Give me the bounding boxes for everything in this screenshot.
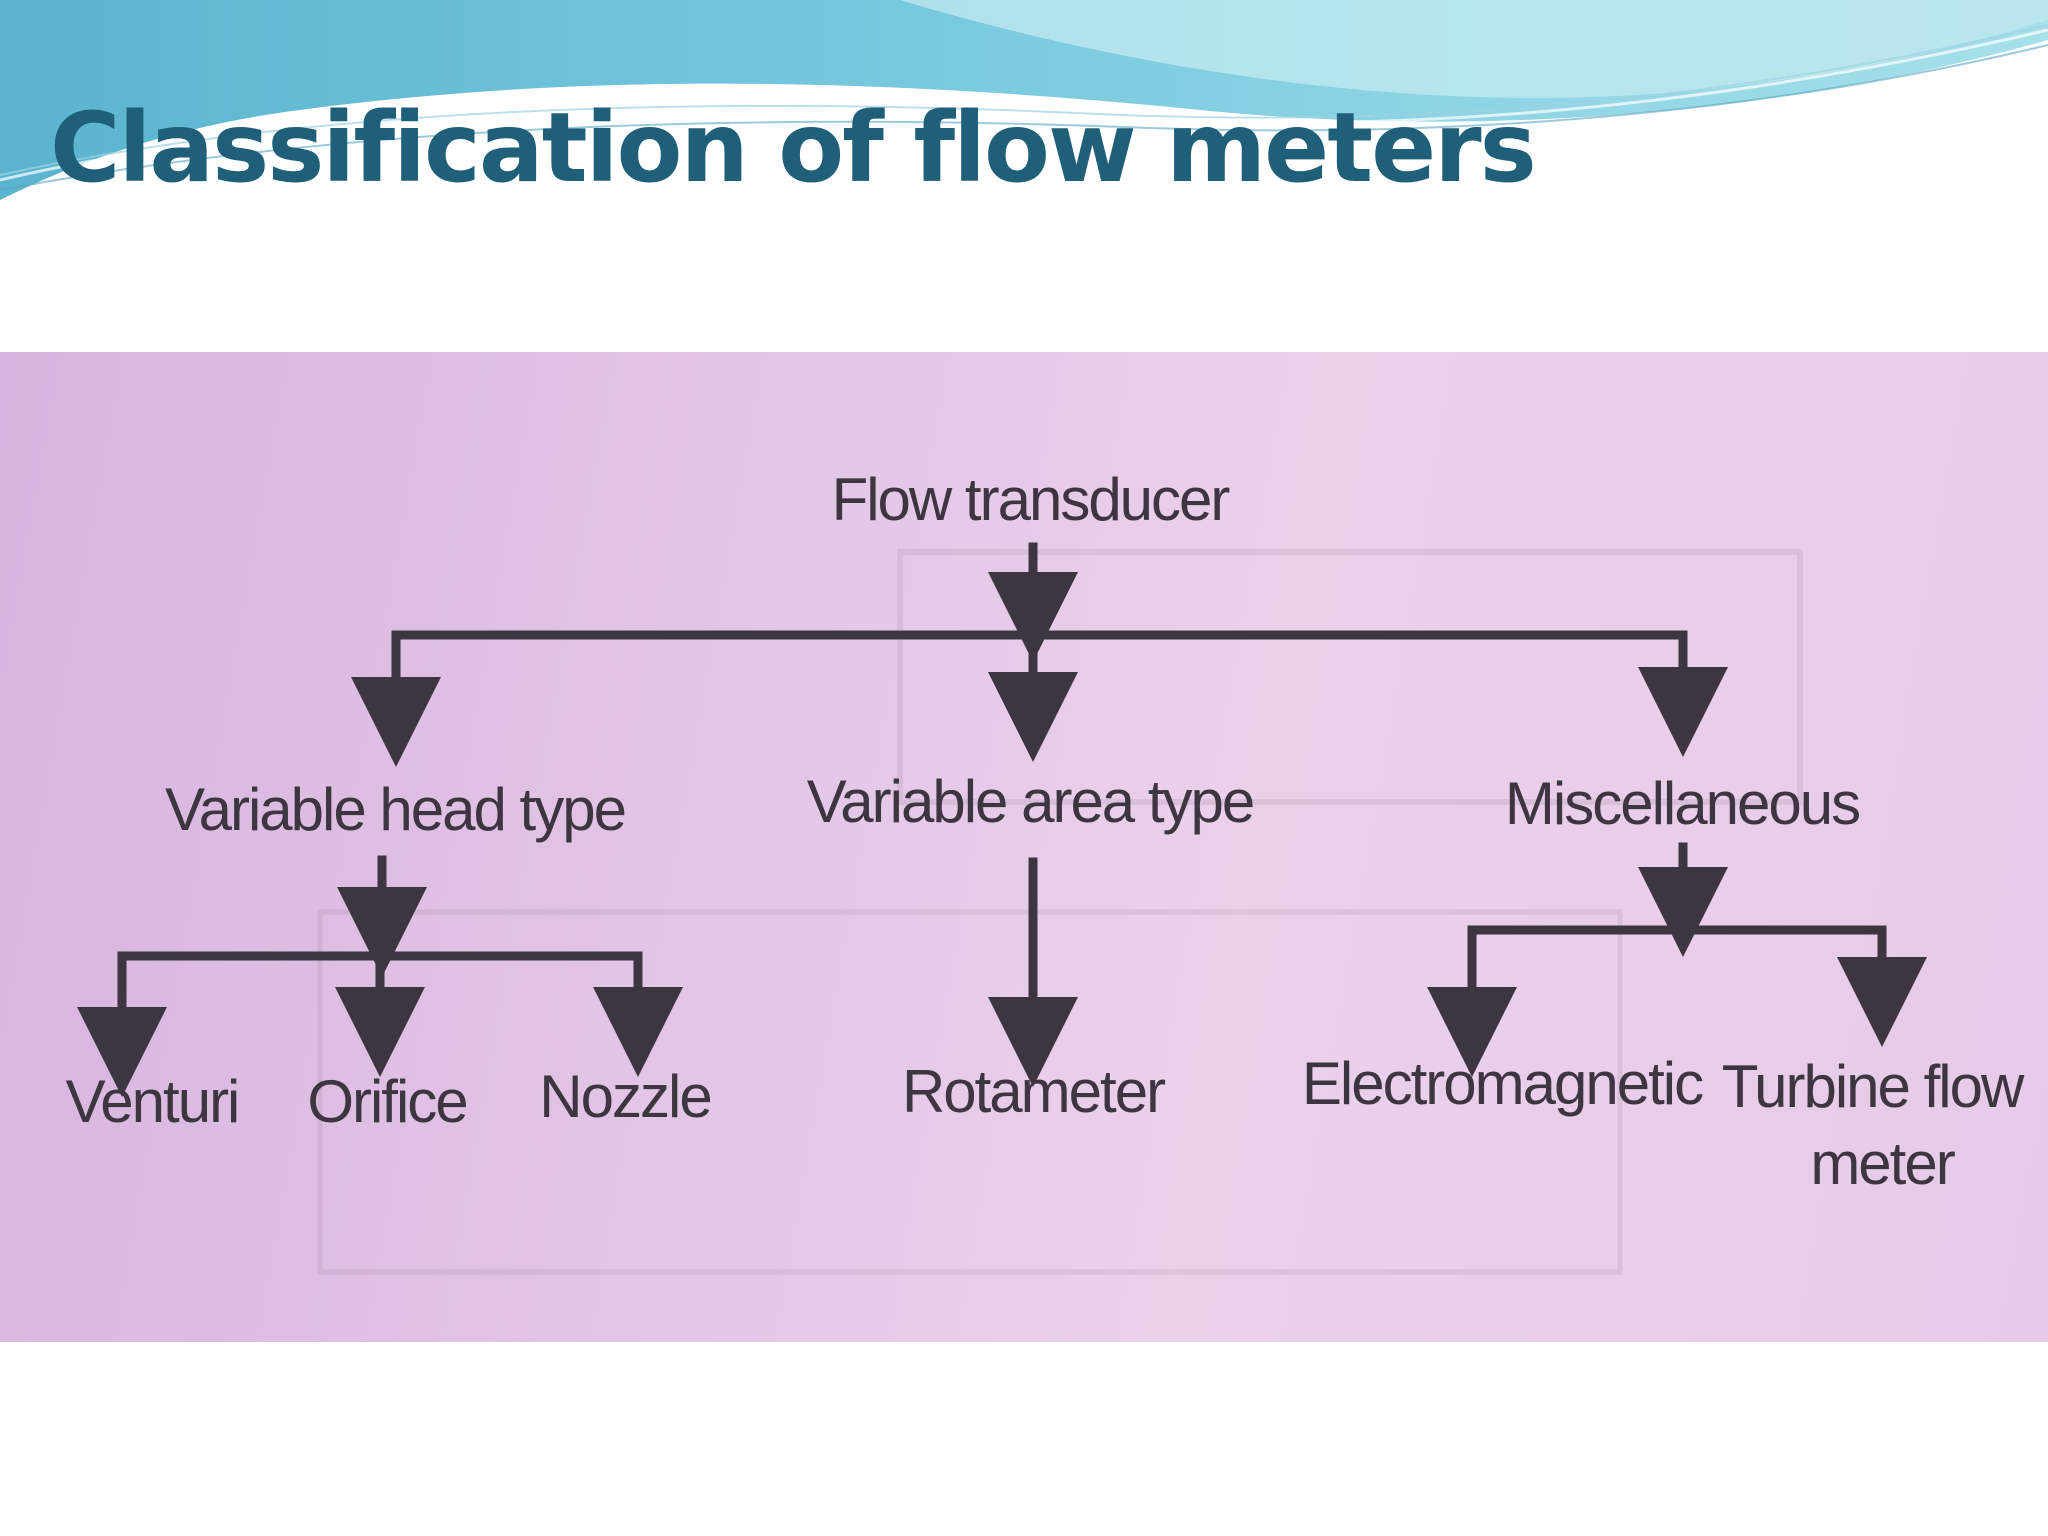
connector-lines (77, 542, 1927, 1097)
classification-tree-diagram: Flow transducer Variable head type Varia… (66, 466, 2027, 1275)
slide-title: Classification of flow meters (50, 92, 1537, 204)
node-rotameter: Rotameter (902, 1058, 1165, 1125)
node-turbine-meter: meter (1810, 1130, 1954, 1197)
node-turbine-flow: Turbine flow (1722, 1053, 2025, 1120)
node-miscellaneous: Miscellaneous (1505, 770, 1859, 837)
flow-meter-classification-photo: Flow transducer Variable head type Varia… (0, 352, 2048, 1342)
header-wave-decoration (0, 0, 2048, 200)
node-labels: Flow transducer Variable head type Varia… (66, 466, 2027, 1197)
node-variable-area-type: Variable area type (807, 768, 1254, 835)
node-electromagnetic: Electromagnetic (1302, 1050, 1703, 1117)
node-nozzle: Nozzle (539, 1063, 710, 1130)
node-flow-transducer: Flow transducer (832, 466, 1230, 533)
node-variable-head-type: Variable head type (165, 776, 625, 843)
node-venturi: Venturi (66, 1068, 239, 1135)
node-orifice: Orifice (307, 1068, 466, 1135)
page-bleed-through (317, 549, 1803, 1275)
